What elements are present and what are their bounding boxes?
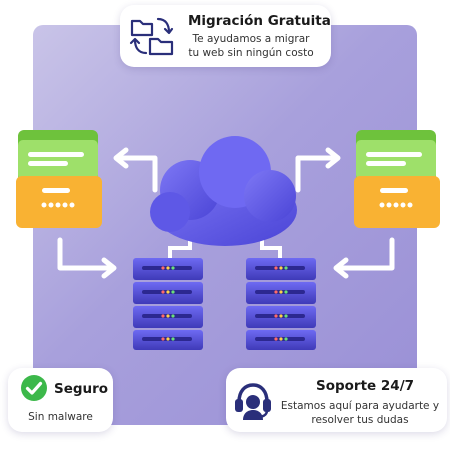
support-subtitle-line1: Estamos aquí para ayudarte y	[280, 400, 440, 412]
migration-subtitle-line2: tu web sin ningún costo	[188, 47, 314, 59]
headset-icon	[235, 383, 271, 420]
migration-subtitle-line1: Te ayudamos a migrar	[192, 33, 310, 45]
arrow-right-folder-to-server-icon	[333, 237, 395, 279]
security-title: Seguro	[54, 381, 109, 397]
folder-transfer-icon	[129, 17, 174, 56]
arrow-cloud-to-left-folder-icon	[113, 147, 158, 193]
arrow-left-folder-to-server-icon	[57, 237, 117, 279]
support-card: Soporte 24/7 Estamos aquí para ayudarte …	[226, 368, 447, 432]
arrow-cloud-to-right-folder-icon	[295, 147, 341, 193]
support-subtitle-line2: resolver tus dudas	[311, 414, 409, 426]
support-title: Soporte 24/7	[316, 378, 415, 394]
migration-title: Migración Gratuita	[188, 13, 331, 29]
security-subtitle: Sin malware	[28, 411, 93, 423]
folder-left-icon	[16, 130, 102, 228]
server-stack-left	[133, 258, 203, 350]
migration-card: Migración Gratuita Te ayudamos a migrar …	[120, 5, 331, 67]
security-card: Seguro Sin malware	[8, 368, 113, 432]
cloud-icon	[150, 136, 297, 246]
folder-right-icon	[354, 130, 440, 228]
check-badge-icon	[21, 375, 47, 401]
server-stack-right	[246, 258, 316, 350]
